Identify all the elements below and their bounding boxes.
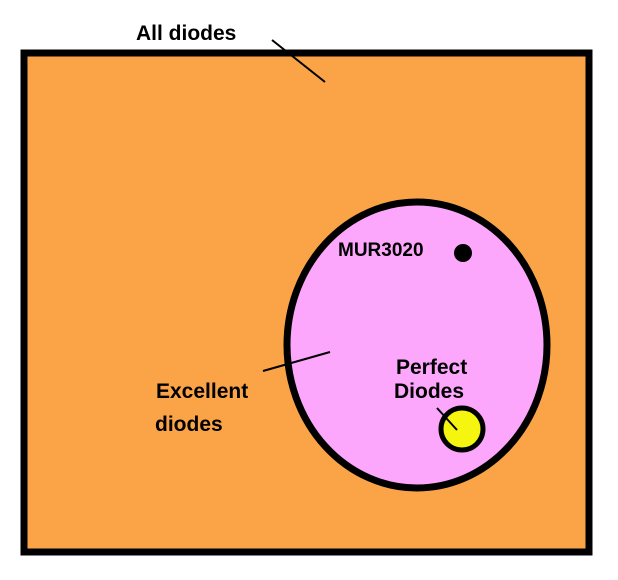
perfect-diodes-region (438, 405, 486, 453)
all-diodes-label: All diodes (136, 22, 236, 45)
perfect-diodes-label-line1: Perfect (396, 356, 467, 379)
excellent-diodes-label-line1: Excellent (156, 380, 248, 403)
all-diodes-leader-line (271, 39, 326, 83)
mur3020-label: MUR3020 (338, 240, 424, 261)
excellent-diodes-region (283, 198, 551, 492)
perfect-diodes-leader-line (436, 407, 458, 431)
excellent-diodes-label-line2: diodes (155, 413, 223, 436)
perfect-diodes-label-line2: Diodes (394, 380, 464, 403)
mur3020-dot (454, 244, 472, 262)
excellent-diodes-leader-line (262, 351, 331, 372)
